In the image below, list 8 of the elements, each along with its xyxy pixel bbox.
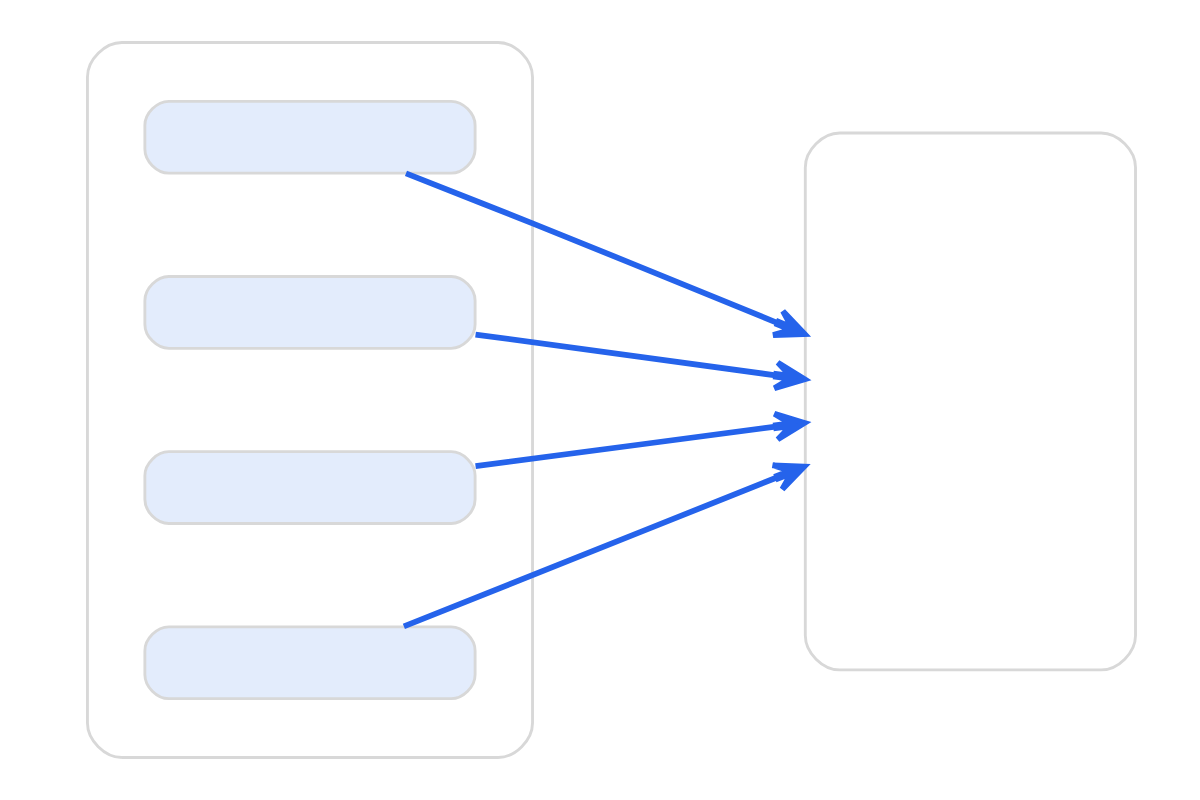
arrow — [404, 170, 808, 338]
node-bar — [143, 275, 477, 350]
node-box — [803, 131, 1137, 672]
node-bar — [143, 99, 477, 175]
node-bar — [143, 450, 477, 525]
arrow — [402, 462, 808, 630]
node-bar — [143, 625, 477, 701]
cluster — [86, 41, 534, 759]
